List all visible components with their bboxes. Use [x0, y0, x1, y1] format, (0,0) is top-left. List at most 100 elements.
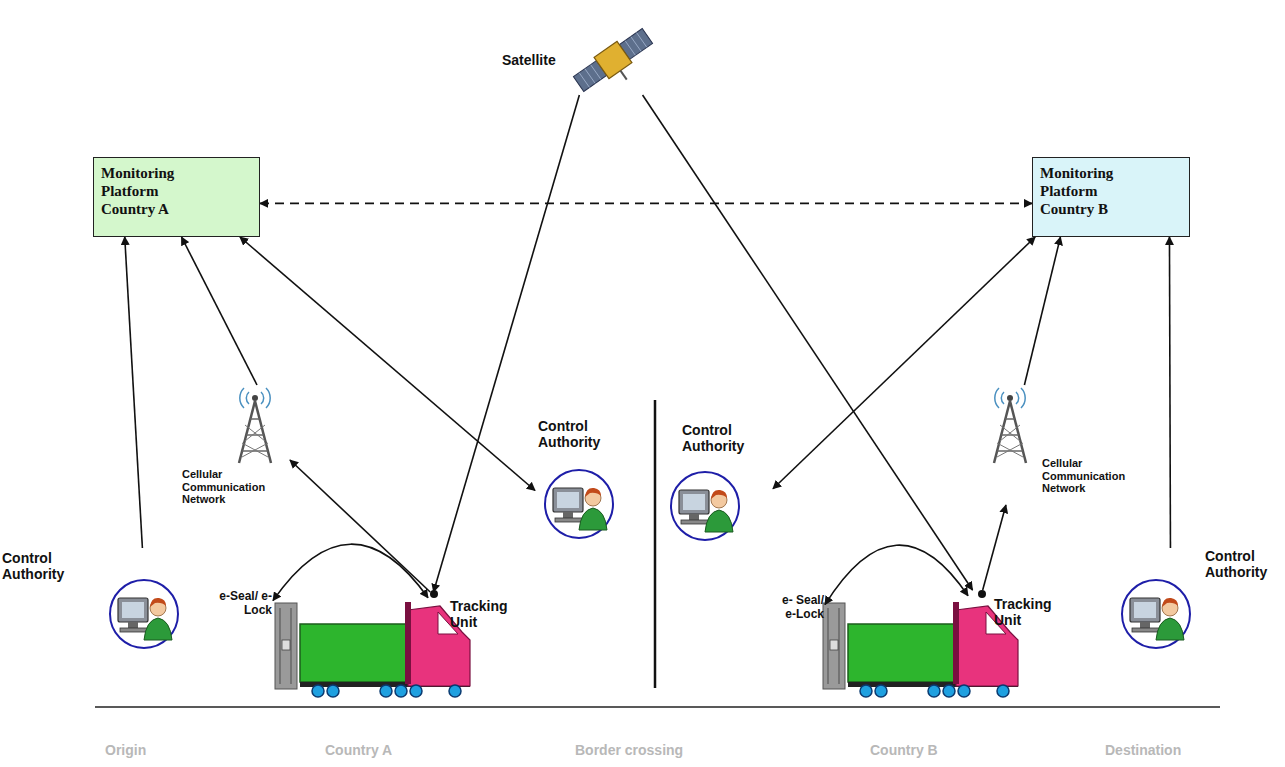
region-label: Country A — [325, 742, 392, 758]
solar-panel — [625, 41, 635, 56]
authority-node: Control Authority — [1115, 548, 1283, 656]
signal-wave — [1021, 388, 1025, 408]
truck — [875, 685, 887, 697]
computer-monitor — [683, 494, 705, 510]
node-label: Control Authority — [2, 550, 82, 582]
authority-icon — [669, 470, 741, 542]
person-hair — [1162, 598, 1178, 607]
node-label: Control Authority — [1205, 548, 1281, 580]
truck — [290, 608, 292, 684]
signal-wave — [261, 392, 264, 404]
truck — [395, 685, 407, 697]
dashed-connector — [260, 203, 1032, 205]
truck — [823, 603, 845, 689]
authority-node: Control Authority — [668, 420, 773, 545]
platform-box: Monitoring Platform Country A — [93, 157, 260, 237]
tower-icon — [1010, 401, 1026, 463]
platform-box: Monitoring Platform Country B — [1032, 157, 1190, 237]
computer-monitor — [122, 602, 144, 618]
tower-icon — [239, 401, 255, 463]
connector — [983, 505, 1006, 590]
connector — [125, 237, 143, 548]
signal-wave — [995, 388, 999, 408]
truck — [978, 590, 986, 598]
tower-icon — [1007, 395, 1013, 401]
satellite-icon — [568, 27, 660, 93]
solar-panel — [591, 65, 601, 80]
computer-monitor — [557, 492, 579, 508]
node-label: Cellular Communication Network — [182, 468, 282, 506]
person-body — [705, 510, 733, 532]
signal-wave — [1016, 392, 1019, 404]
computer-monitor — [128, 622, 138, 628]
border-line — [654, 400, 657, 688]
truck — [848, 624, 956, 682]
connector — [273, 544, 428, 600]
region-label: Country B — [870, 742, 938, 758]
truck — [860, 685, 1009, 697]
authority-circle — [671, 472, 739, 540]
satellite-body — [594, 41, 632, 78]
ground-line — [95, 706, 1220, 708]
platform-label: Monitoring Platform Country A — [101, 164, 211, 218]
tower-icon — [994, 401, 1010, 463]
person-hair — [585, 488, 601, 497]
satellite-node: Satellite — [500, 25, 662, 95]
computer-monitor — [118, 598, 148, 622]
tower-icon — [997, 425, 1023, 457]
platform-label: Monitoring Platform Country B — [1040, 164, 1150, 218]
connector — [643, 95, 973, 590]
tower-icon — [225, 385, 285, 465]
truck — [312, 685, 324, 697]
truck — [410, 685, 422, 697]
truck — [838, 608, 840, 684]
signal-wave — [246, 392, 249, 404]
authority-icon — [543, 468, 615, 540]
person-body — [579, 508, 607, 530]
authority-icon — [1120, 578, 1192, 650]
tower-icon — [246, 434, 264, 436]
tower-icon — [242, 425, 268, 457]
truck — [300, 624, 408, 682]
computer-monitor — [681, 520, 709, 524]
truck — [830, 640, 838, 650]
tower-icon — [1005, 418, 1014, 420]
person-body — [1156, 618, 1184, 640]
computer-monitor — [563, 512, 573, 518]
computer-monitor — [1132, 628, 1160, 632]
signal-wave — [240, 388, 244, 408]
connector — [773, 237, 1035, 489]
computer-monitor — [1134, 602, 1156, 618]
connector — [1169, 237, 1172, 548]
tower-icon — [1001, 434, 1019, 436]
satellite-antenna — [620, 71, 626, 80]
node-label: Tracking Unit — [994, 596, 1080, 628]
computer-monitor — [120, 628, 148, 632]
truck — [823, 590, 1018, 697]
truck — [997, 685, 1009, 697]
tower-icon — [250, 418, 259, 420]
truck — [279, 608, 281, 684]
border-line — [655, 400, 656, 688]
solar-panel — [631, 37, 641, 52]
tower-node: Cellular Communication Network — [180, 385, 290, 510]
node-label: Tracking Unit — [450, 598, 536, 630]
person-body — [144, 618, 172, 640]
solar-panel — [637, 33, 647, 48]
truck — [449, 685, 461, 697]
connector — [825, 545, 968, 605]
computer-monitor — [555, 518, 583, 522]
authority-icon — [108, 578, 180, 650]
truck — [312, 685, 461, 697]
authority-circle — [1122, 580, 1190, 648]
truck — [953, 602, 959, 684]
truck — [860, 685, 872, 697]
connector — [182, 237, 257, 385]
truck — [380, 685, 392, 697]
truck — [928, 685, 940, 697]
truck — [327, 685, 339, 697]
node-label: e-Seal/ e-Lock — [218, 590, 272, 618]
label-node: Tracking Unit — [428, 592, 538, 640]
